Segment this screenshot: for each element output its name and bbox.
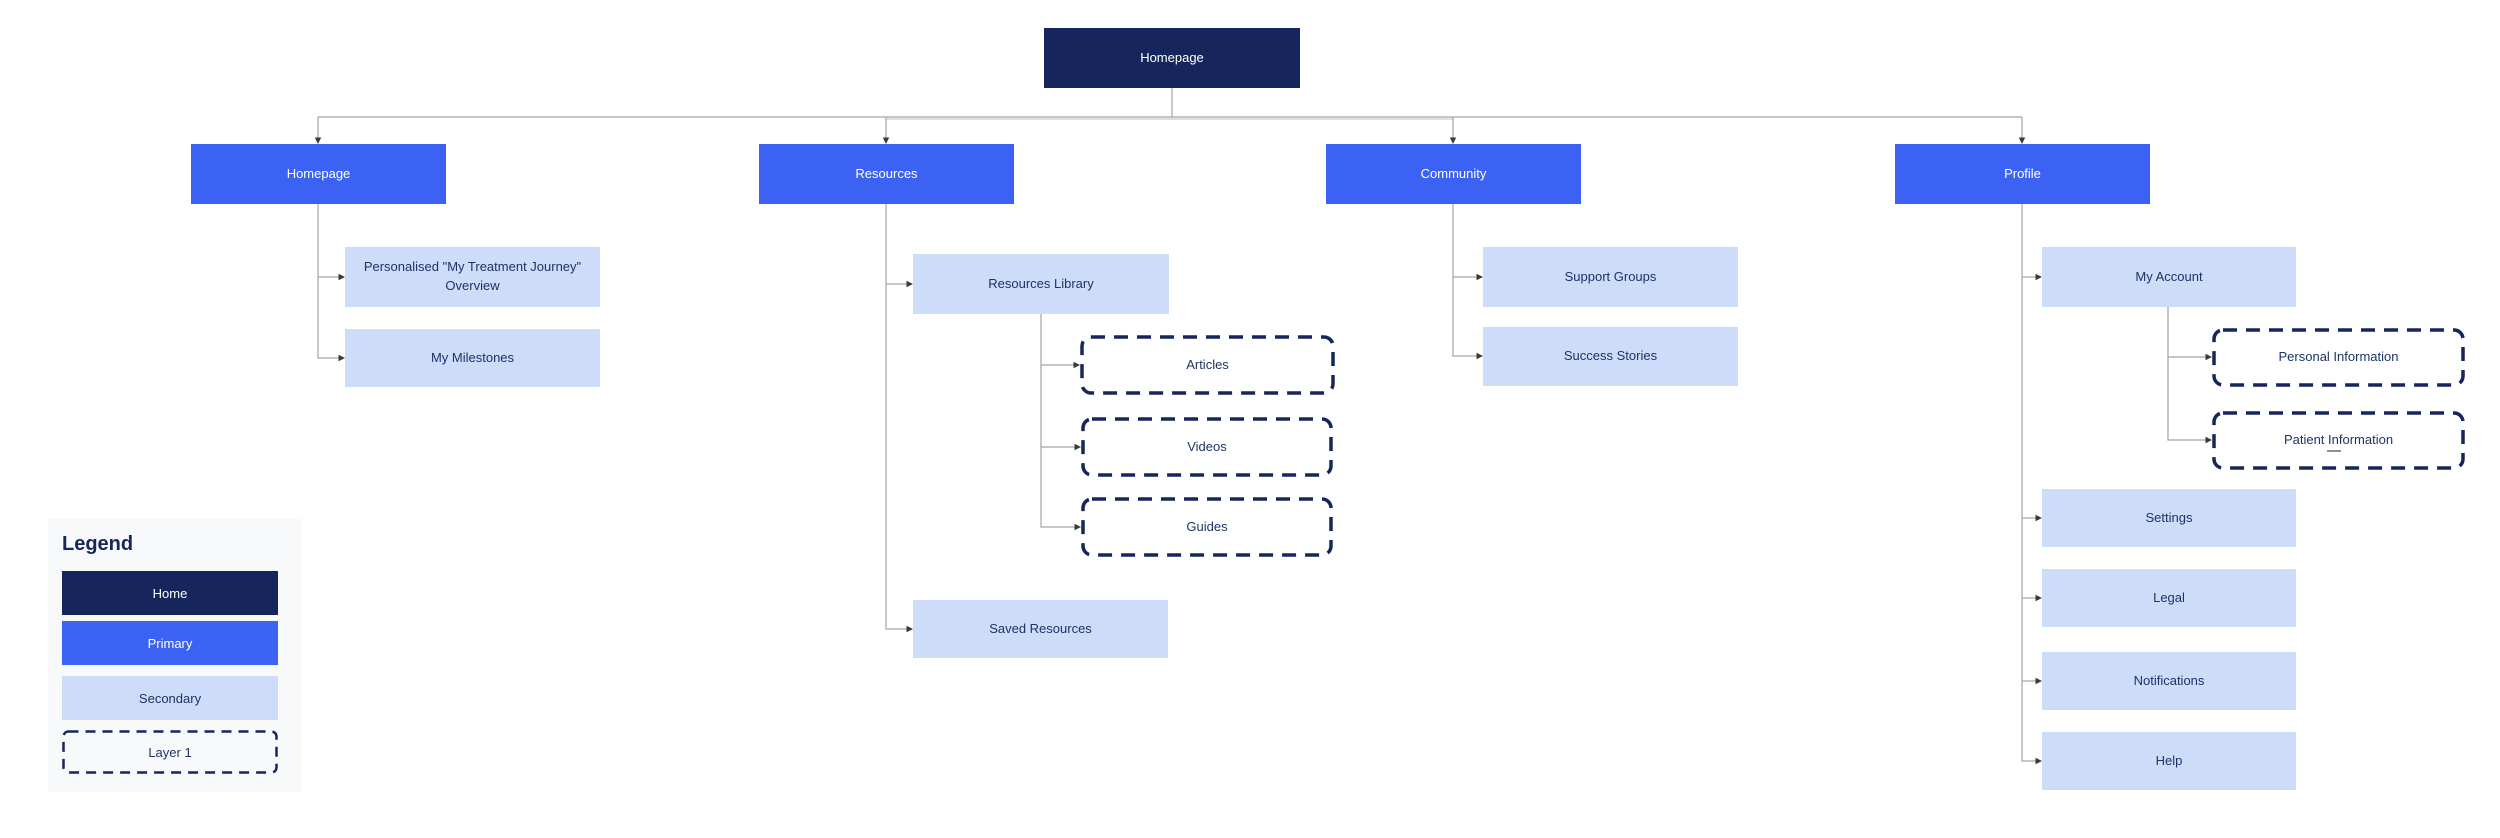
node-label: Success Stories <box>1563 348 1658 364</box>
legend-item-primary: Primary <box>62 621 278 665</box>
dashed-border <box>62 730 278 774</box>
node-label: My Account <box>2135 268 2203 284</box>
node-articles[interactable]: Articles <box>1080 335 1335 395</box>
node-label: Community <box>1420 165 1487 181</box>
dashed-border <box>1080 335 1335 395</box>
node-label: Notifications <box>2133 672 2205 688</box>
node-legal[interactable]: Legal <box>2042 569 2296 627</box>
node-label: Homepage <box>286 165 351 181</box>
node-section-homepage[interactable]: Homepage <box>191 144 446 204</box>
legend-item-label: Primary <box>147 635 193 651</box>
spellcheck-underline <box>2327 450 2341 452</box>
node-section-community[interactable]: Community <box>1326 144 1581 204</box>
dashed-border <box>1081 497 1333 557</box>
legend-item-secondary: Secondary <box>62 676 278 720</box>
legend-item-home: Home <box>62 571 278 615</box>
node-section-profile[interactable]: Profile <box>1895 144 2150 204</box>
node-treatment-journey-overview[interactable]: Personalised "My Treatment Journey" Over… <box>345 247 600 307</box>
node-my-account[interactable]: My Account <box>2042 247 2296 307</box>
node-label: My Milestones <box>430 349 515 365</box>
node-root-homepage[interactable]: Homepage <box>1044 28 1300 88</box>
node-notifications[interactable]: Notifications <box>2042 652 2296 710</box>
legend-title: Legend <box>62 533 134 555</box>
legend-item-layer1: Layer 1 <box>62 730 278 774</box>
node-label: Legal <box>2153 589 2185 605</box>
dashed-border <box>2212 411 2465 470</box>
node-settings[interactable]: Settings <box>2042 489 2296 547</box>
node-support-groups[interactable]: Support Groups <box>1483 247 1738 307</box>
node-label: Homepage <box>1140 49 1204 65</box>
node-label: Resources Library <box>988 275 1094 291</box>
node-saved-resources[interactable]: Saved Resources <box>913 600 1168 658</box>
node-label: Personalised "My Treatment Journey" Over… <box>363 259 582 293</box>
legend-item-label: Layer 1 <box>148 744 192 760</box>
node-label: Videos <box>1187 438 1227 454</box>
node-label: Guides <box>1186 518 1228 534</box>
legend-item-label: Secondary <box>138 690 202 706</box>
node-section-resources[interactable]: Resources <box>759 144 1014 204</box>
node-success-stories[interactable]: Success Stories <box>1483 327 1738 386</box>
node-patient-information[interactable]: Patient Information <box>2212 411 2465 470</box>
node-label: Saved Resources <box>989 620 1092 636</box>
node-label: Resources <box>855 165 918 181</box>
legend-item-label: Home <box>152 585 188 601</box>
node-label: Settings <box>2145 509 2193 525</box>
node-my-milestones[interactable]: My Milestones <box>345 329 600 387</box>
node-label: Support Groups <box>1564 268 1657 284</box>
node-label: Personal Information <box>2278 349 2399 365</box>
node-help[interactable]: Help <box>2042 732 2296 790</box>
node-videos[interactable]: Videos <box>1081 417 1333 477</box>
node-personal-information[interactable]: Personal Information <box>2212 328 2465 387</box>
node-label: Help <box>2155 752 2183 768</box>
dashed-border <box>2212 328 2465 387</box>
node-label: Articles <box>1186 356 1229 372</box>
node-label: Profile <box>2004 165 2041 181</box>
legend-panel: Legend Home Primary Secondary Layer 1 <box>48 519 302 792</box>
node-guides[interactable]: Guides <box>1081 497 1333 557</box>
dashed-border <box>1081 417 1333 477</box>
node-resources-library[interactable]: Resources Library <box>913 254 1169 314</box>
node-label: Patient Information <box>2283 432 2394 448</box>
